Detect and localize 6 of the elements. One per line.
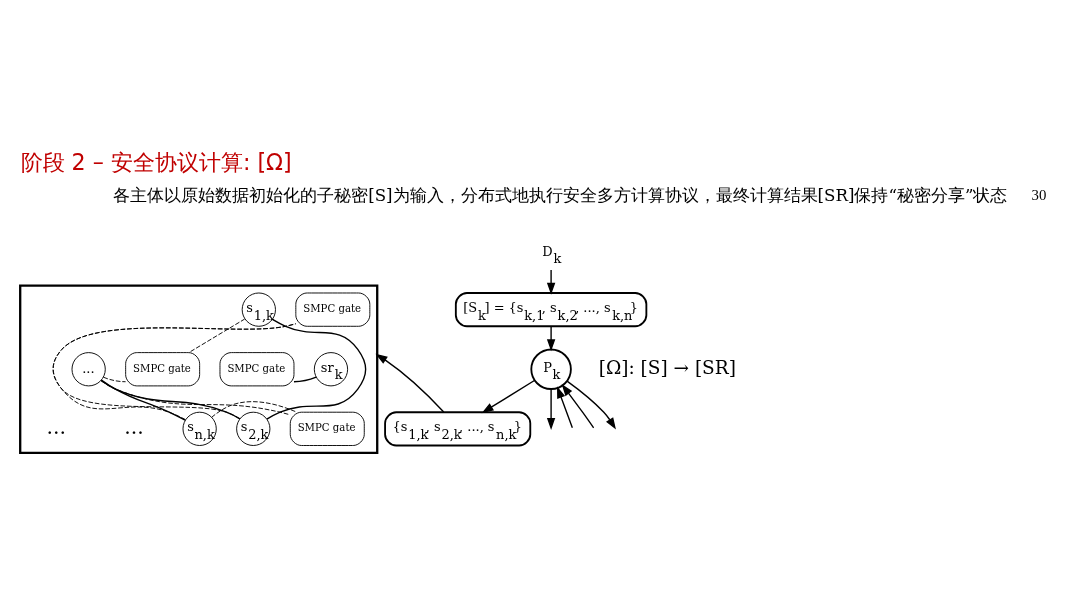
label: [Ω]: [S] → [SR] bbox=[598, 356, 736, 378]
diagram-title: 阶段 2 – 安全协议计算: [Ω] bbox=[20, 148, 292, 175]
label: ... bbox=[124, 414, 144, 439]
label: 30 bbox=[1031, 186, 1047, 203]
label: 各主体以原始数据初始化的子秘密[S]为输入，分布式地执行安全多方计算协议，最终计算结果[SR]保持“秘密分享”状态 bbox=[113, 185, 1008, 205]
label: ... bbox=[46, 414, 66, 439]
